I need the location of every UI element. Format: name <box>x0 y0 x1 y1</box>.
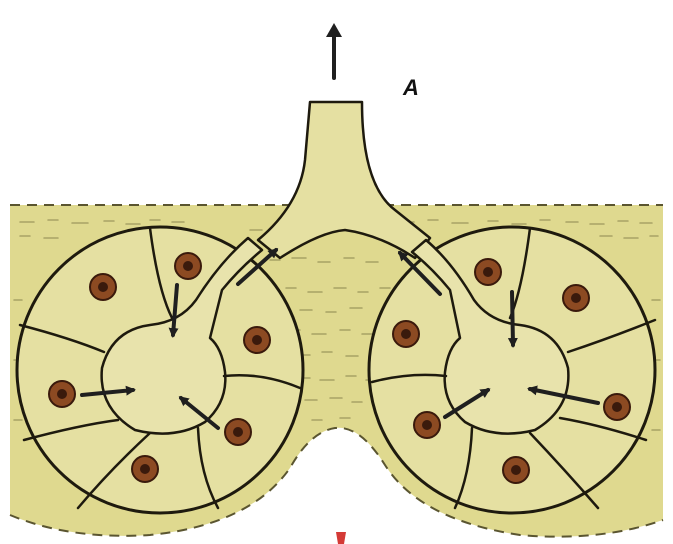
label-a: A <box>402 75 419 100</box>
arrow-icon <box>512 292 513 345</box>
right-acinus <box>369 227 655 513</box>
left-acinus <box>17 227 303 513</box>
red-mark <box>336 532 346 544</box>
